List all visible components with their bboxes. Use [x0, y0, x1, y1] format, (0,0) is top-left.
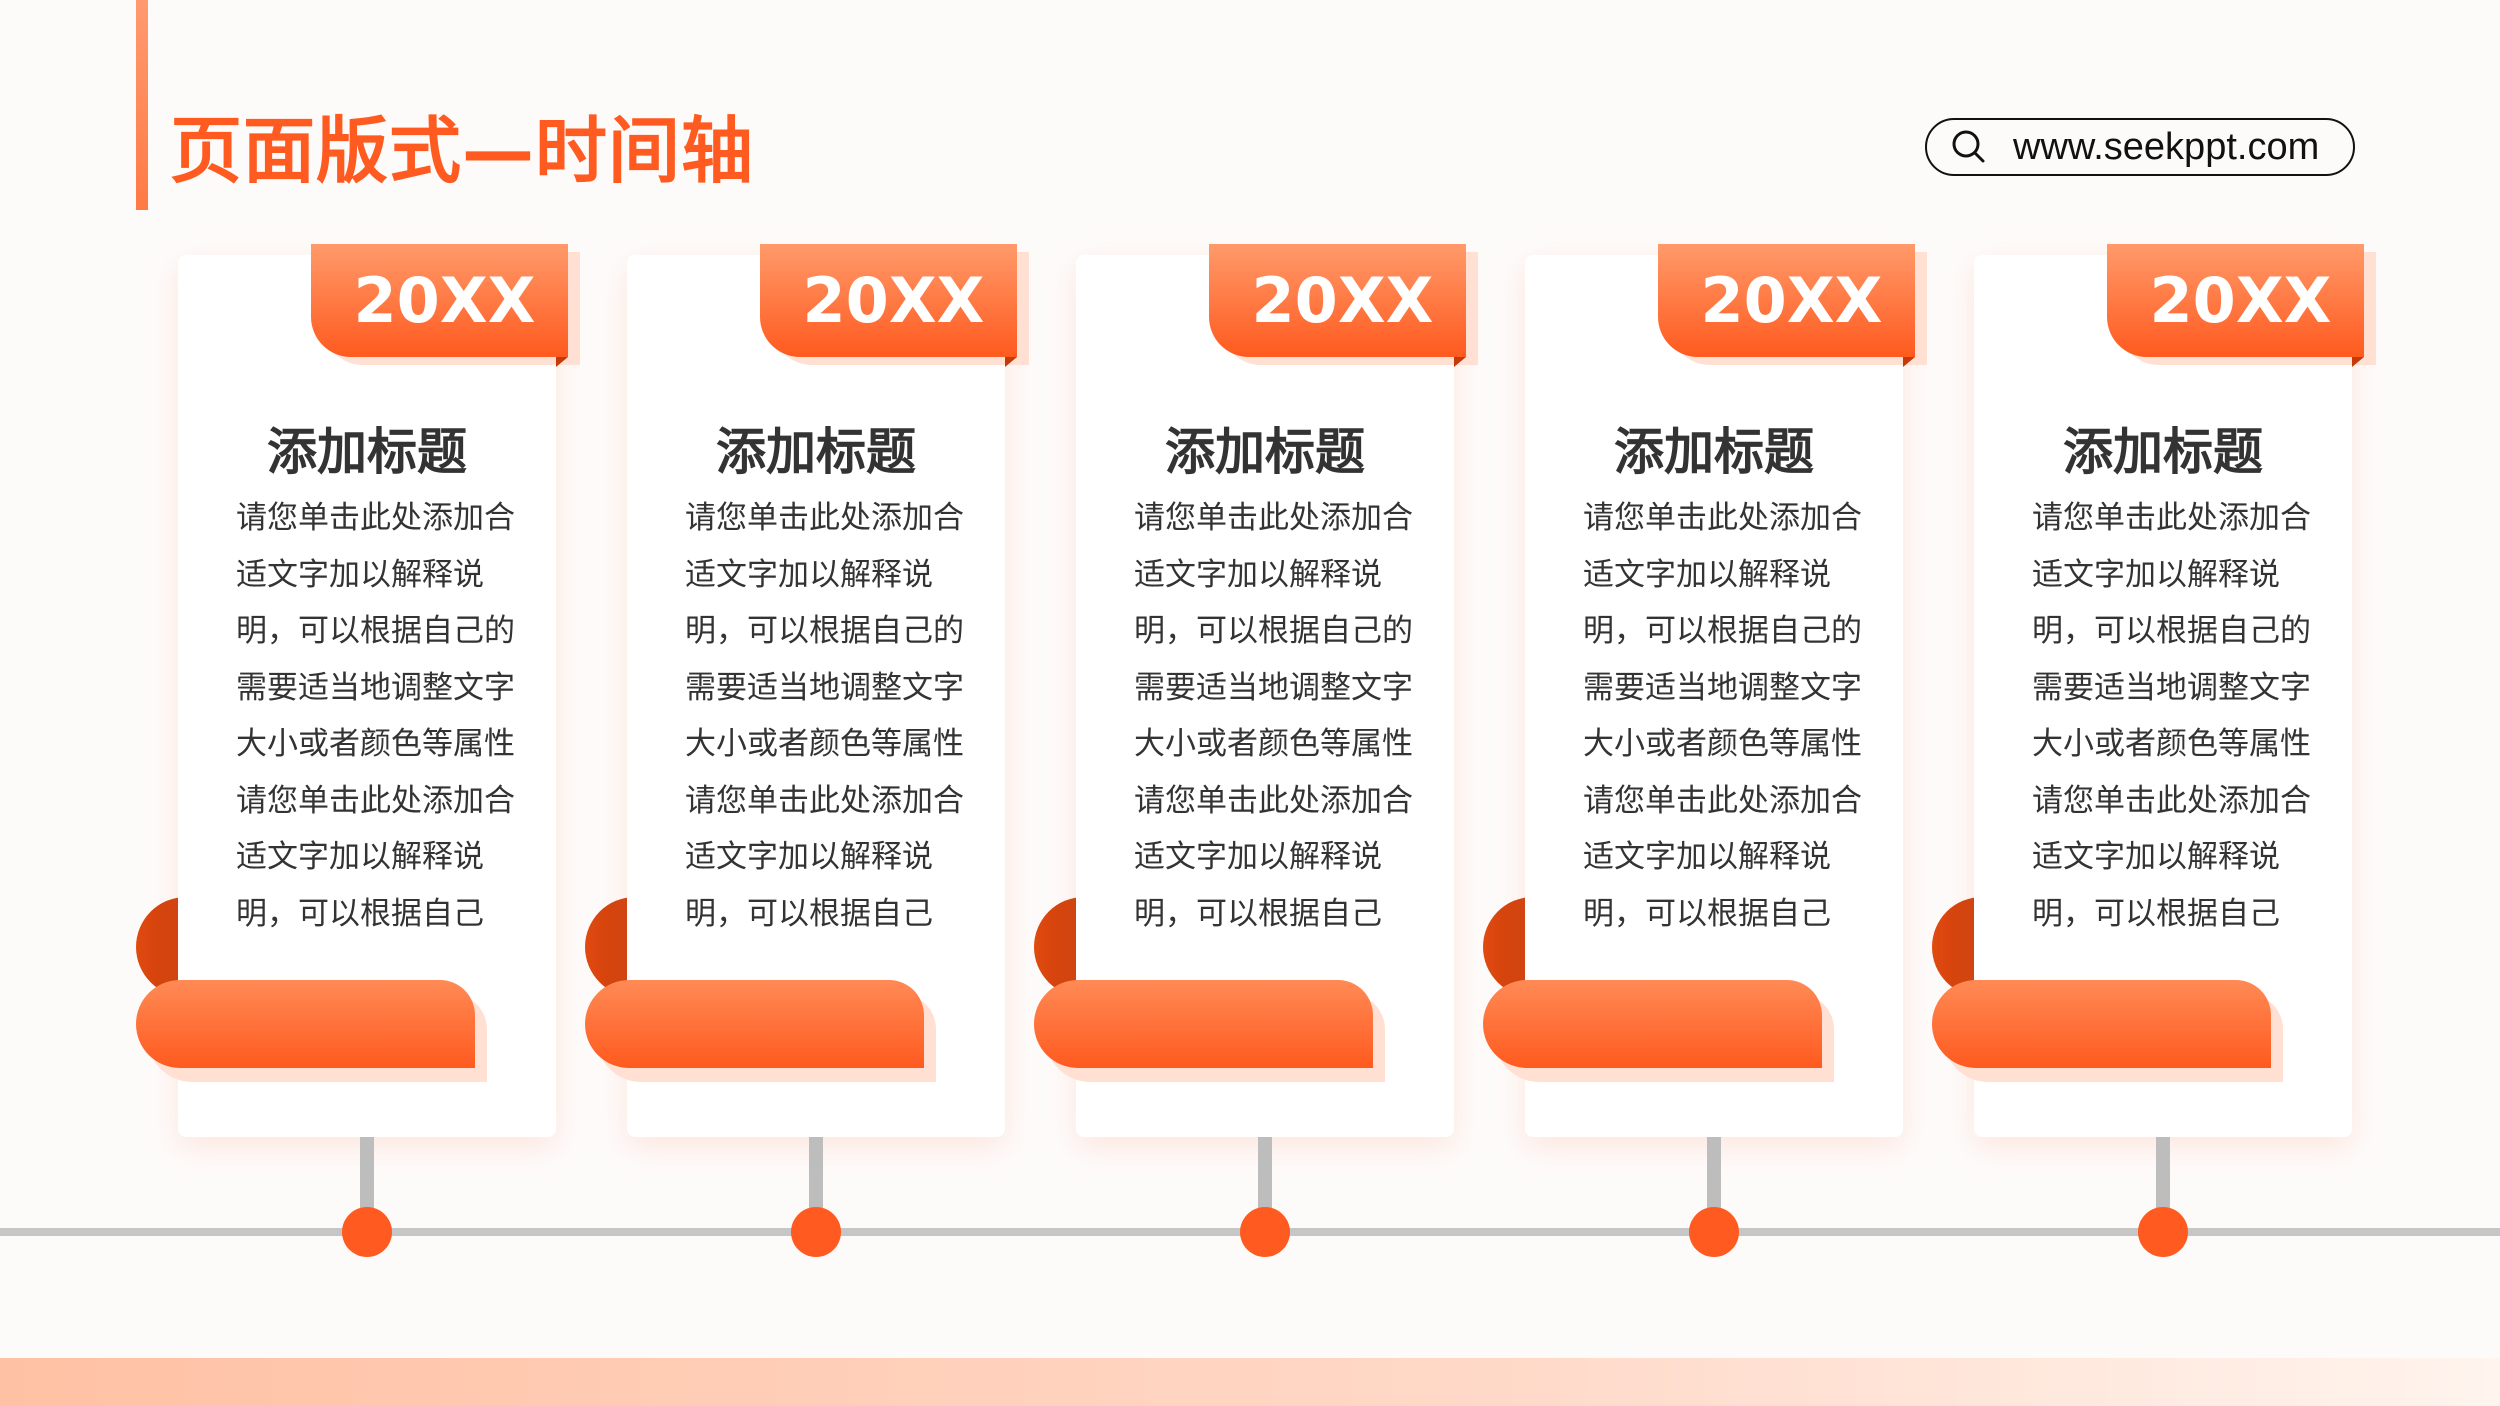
ribbon-decoration [1034, 980, 1373, 1068]
item-description: 请您单击此处添加合适文字加以解释说明，可以根据自己的需要适当地调整文字大小或者颜… [1134, 500, 1413, 932]
timeline-dot [1240, 1207, 1290, 1257]
timeline-stem [1258, 1137, 1272, 1229]
year-tab: 20XX [2107, 244, 2364, 357]
timeline-stem [809, 1137, 823, 1229]
title-accent-bar [136, 0, 148, 210]
timeline-dot [342, 1207, 392, 1257]
timeline-item: 20XX 添加标题 请您单击此处添加合适文字加以解释说明，可以根据自己的需要适当… [136, 0, 596, 1300]
year-tab: 20XX [1209, 244, 1466, 357]
timeline-dot [791, 1207, 841, 1257]
timeline-stem [2156, 1137, 2170, 1229]
timeline-item: 20XX 添加标题 请您单击此处添加合适文字加以解释说明，可以根据自己的需要适当… [1932, 0, 2392, 1300]
timeline-stem [360, 1137, 374, 1229]
timeline-item: 20XX 添加标题 请您单击此处添加合适文字加以解释说明，可以根据自己的需要适当… [1483, 0, 1943, 1300]
timeline-item: 20XX 添加标题 请您单击此处添加合适文字加以解释说明，可以根据自己的需要适当… [585, 0, 1045, 1300]
ribbon-decoration [1483, 980, 1822, 1068]
item-heading: 添加标题 [1614, 423, 1814, 481]
year-tab-fold [1903, 357, 1915, 367]
timeline-dot [1689, 1207, 1739, 1257]
year-tab-fold [556, 357, 568, 367]
year-tab-fold [2352, 357, 2364, 367]
item-description: 请您单击此处添加合适文字加以解释说明，可以根据自己的需要适当地调整文字大小或者颜… [685, 500, 964, 932]
website-search-box[interactable]: www.seekppt.com [1925, 118, 2355, 176]
website-url: www.seekppt.com [2013, 125, 2320, 168]
year-tab: 20XX [311, 244, 568, 357]
item-description: 请您单击此处添加合适文字加以解释说明，可以根据自己的需要适当地调整文字大小或者颜… [236, 500, 515, 932]
timeline-dot [2138, 1207, 2188, 1257]
item-heading: 添加标题 [716, 423, 916, 481]
timeline-item: 20XX 添加标题 请您单击此处添加合适文字加以解释说明，可以根据自己的需要适当… [1034, 0, 1494, 1300]
year-tab-fold [1454, 357, 1466, 367]
search-icon [1952, 130, 1985, 163]
ribbon-decoration [136, 980, 475, 1068]
item-heading: 添加标题 [267, 423, 467, 481]
ribbon-decoration [585, 980, 924, 1068]
year-tab-fold [1005, 357, 1017, 367]
year-tab: 20XX [1658, 244, 1915, 357]
footer-band [0, 1358, 2500, 1406]
timeline-stem [1707, 1137, 1721, 1229]
year-tab: 20XX [760, 244, 1017, 357]
item-description: 请您单击此处添加合适文字加以解释说明，可以根据自己的需要适当地调整文字大小或者颜… [1583, 500, 1862, 932]
ribbon-decoration [1932, 980, 2271, 1068]
item-heading: 添加标题 [2063, 423, 2263, 481]
item-description: 请您单击此处添加合适文字加以解释说明，可以根据自己的需要适当地调整文字大小或者颜… [2032, 500, 2311, 932]
page-title: 页面版式—时间轴 [170, 109, 755, 193]
item-heading: 添加标题 [1165, 423, 1365, 481]
